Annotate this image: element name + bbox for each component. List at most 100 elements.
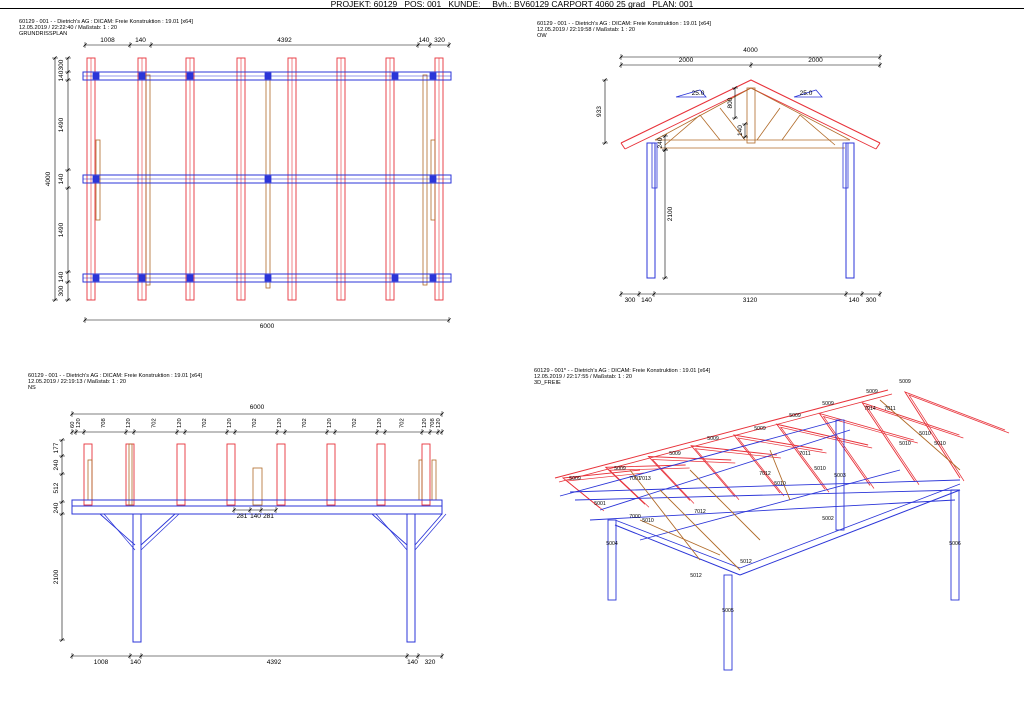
purlin-3d (574, 489, 961, 501)
ns-left-dim-label: 177 (53, 442, 60, 453)
freie-title: 3D_FREIE (534, 380, 561, 387)
part-label-3d: 5009 (822, 401, 834, 407)
ns-top-dims-tick (70, 430, 74, 434)
ns-line1: 60129 - 001 - - Dietrich's AG : DICAM: F… (28, 373, 202, 379)
brace-3d (629, 469, 701, 561)
ns-top-dims-label: 120 (422, 418, 428, 428)
purlin-3d (559, 419, 841, 497)
ns-info: 60129 - 001 - - Dietrich's AG : DICAM: F… (28, 373, 202, 392)
brace-side (414, 513, 443, 546)
ow-top-half-label: 2000 (808, 57, 823, 64)
ow-bottom-dim-label: 3120 (743, 297, 758, 304)
ns-top-dims-tick (233, 430, 237, 434)
truss-brace (799, 114, 836, 146)
beam-3d-front (614, 524, 741, 576)
ns-top-dims-label: 708 (430, 418, 436, 428)
plan-left-dim-tick (66, 56, 70, 60)
ns-left-dim-tick (60, 454, 64, 458)
ow-post-dim-label: 2100 (667, 206, 674, 221)
plan-bottom-dim-label: 6000 (260, 323, 275, 330)
ns-top-dims-tick (132, 430, 136, 434)
post-plan (264, 175, 272, 183)
ow-posttop-dim-tick (663, 134, 667, 138)
ns-top-dims-label: 120 (277, 418, 283, 428)
truss-brace (699, 114, 721, 141)
rafter-3d-inner (779, 426, 873, 493)
ow-posttop-dim-label: 240 (657, 137, 664, 148)
plan-left-dim-label: 140 (58, 173, 65, 184)
purlin-3d (639, 469, 901, 541)
ns-mid-dim-tick (259, 508, 263, 512)
ow-bottom-dim-tick (860, 292, 864, 296)
rafter-side (421, 443, 431, 506)
plan-left-dim-label: 300 (58, 285, 65, 296)
part-label-3d: 5009 (754, 426, 766, 432)
post-right (845, 142, 855, 279)
part-label-3d: 7014 (864, 406, 876, 412)
ns-top-dims-tick (333, 430, 337, 434)
grundriss-title: GRUNDRISSPLAN (19, 31, 68, 38)
ow-collar-dim-label: 140 (737, 125, 744, 136)
ns-line2: 12.05.2019 / 22:19:13 / Maßstab: 1 : 20 (28, 379, 126, 386)
ns-top-dims-tick (124, 430, 128, 434)
ns-mid-dim-label: 140 (250, 513, 261, 520)
plan-left-dim-label: 140 (58, 271, 65, 282)
plan-top-dim-label: 140 (419, 37, 430, 44)
plan-top-dim-label: 4392 (277, 37, 292, 44)
timber-side (128, 443, 133, 506)
part-label-3d: 5010 (814, 466, 826, 472)
post-plan (186, 274, 194, 282)
eave-right (875, 142, 881, 150)
ns-bottom-dim-label: 1008 (94, 659, 109, 666)
freie-line2: 12.05.2019 / 22:17:55 / Maßstab: 1 : 20 (534, 374, 632, 381)
projekt-label: PROJEKT: (330, 0, 372, 9)
ns-bottom-dim-label: 140 (130, 659, 141, 666)
ow-kingpost-dim-tick (733, 116, 737, 120)
ns-top-dims-label: 702 (302, 418, 308, 428)
post-3d (607, 519, 617, 601)
king-post (746, 87, 756, 144)
ow-bottom-dim-tick (878, 292, 882, 296)
ow-post-dim-tick (663, 276, 667, 280)
plan-left-total-label: 4000 (45, 171, 52, 186)
ow-post-dim-tick (663, 148, 667, 152)
ow-top-half-label: 2000 (679, 57, 694, 64)
ns-top-dims-tick (440, 430, 444, 434)
freie-line1: 60129 - 001* - - Dietrich's AG : DICAM: … (534, 368, 711, 374)
truss-brace (664, 114, 701, 146)
purlin-3d (569, 479, 961, 493)
part-label-3d: 5010 (642, 518, 654, 524)
rafter-3d-inner (694, 448, 781, 500)
part-label-3d: 5002 (822, 516, 834, 522)
rafter-side (376, 443, 386, 506)
grundriss-info: 60129 - 001 - - Dietrich's AG : DICAM: F… (19, 19, 193, 38)
pos-label: POS: (404, 0, 425, 9)
brace-3d (689, 469, 761, 541)
part-label-3d: 7011 (799, 451, 810, 457)
rafter-3d-inner (737, 437, 827, 497)
rafter-side (176, 443, 186, 506)
rafter-3d-inner (608, 467, 690, 508)
ow-top-half-tick (749, 63, 753, 67)
brace-side-inner (140, 513, 180, 551)
purlin-3d (599, 429, 851, 511)
post-plan (92, 274, 100, 282)
rafter-3d (861, 401, 960, 482)
ns-top-dims-label: 702 (152, 418, 158, 428)
ns-bottom-dim-label: 320 (425, 659, 436, 666)
post-plan (429, 274, 437, 282)
ns-top-dims-label: 60 (70, 422, 76, 428)
ns-left-dim-label: 512 (53, 482, 60, 493)
timber-side (418, 459, 423, 501)
eave-left (620, 142, 626, 150)
rafter-side (276, 443, 286, 506)
post-side-left (132, 513, 142, 643)
plan-header: PROJEKT: 60129 POS: 001 KUNDE: Bvh.: BV6… (0, 0, 1024, 10)
post-plan (264, 72, 272, 80)
plan-left-dim-tick (66, 186, 70, 190)
ns-top-dims-label: 120 (436, 418, 442, 428)
ns-top-total-tick (440, 412, 444, 416)
ns-top-dims-label: 120 (227, 418, 233, 428)
